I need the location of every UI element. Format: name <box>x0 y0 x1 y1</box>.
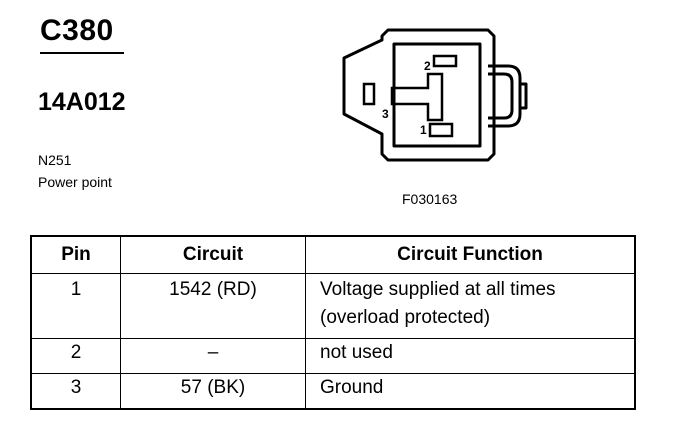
table-row: 2 – not used <box>30 338 636 374</box>
circuit-cell: 57 (BK) <box>120 373 306 410</box>
pinout-table: Pin Circuit Circuit Function 1 1542 (RD)… <box>30 235 636 410</box>
table-header-row: Pin Circuit Circuit Function <box>30 235 636 274</box>
connector-latch-inner <box>488 72 514 120</box>
connector-latch-tab <box>520 82 528 110</box>
circuit-cell: 1542 (RD) <box>120 273 306 339</box>
pin-cell: 3 <box>30 373 121 410</box>
function-cell: Voltage supplied at all times (overload … <box>305 273 636 339</box>
table-row: 1 1542 (RD) Voltage supplied at all time… <box>30 273 636 339</box>
pin-3-terminal <box>362 82 376 106</box>
connector-housing-outline <box>342 28 496 162</box>
location-description: Power point <box>38 174 112 190</box>
circuit-cell: – <box>120 338 306 374</box>
pin-3-label: 3 <box>382 107 389 121</box>
connector-inner-cavity <box>392 42 482 148</box>
figure-id: F030163 <box>402 191 458 207</box>
header-circuit: Circuit <box>120 235 306 274</box>
header-circuit-function: Circuit Function <box>305 235 636 274</box>
function-line: not used <box>320 342 393 363</box>
connector-id-underline <box>40 52 124 54</box>
pin-1-terminal <box>428 122 454 138</box>
connector-latch <box>488 64 522 128</box>
pin-2-terminal <box>432 54 458 68</box>
function-line: Ground <box>320 377 384 398</box>
location-code: N251 <box>38 152 72 168</box>
connector-key <box>390 72 444 122</box>
part-number: 14A012 <box>38 88 126 116</box>
pin-cell: 2 <box>30 338 121 374</box>
pin-cell: 1 <box>30 273 121 339</box>
function-cell: Ground <box>305 373 636 410</box>
function-line: Voltage supplied at all times <box>320 279 556 300</box>
header-pin: Pin <box>30 235 121 274</box>
function-line: (overload protected) <box>320 307 491 328</box>
connector-face-diagram: 2 3 1 <box>342 28 528 162</box>
table-row: 3 57 (BK) Ground <box>30 373 636 410</box>
function-cell: not used <box>305 338 636 374</box>
pin-1-label: 1 <box>420 123 427 137</box>
pin-2-label: 2 <box>424 59 431 73</box>
connector-id: C380 <box>40 14 114 47</box>
